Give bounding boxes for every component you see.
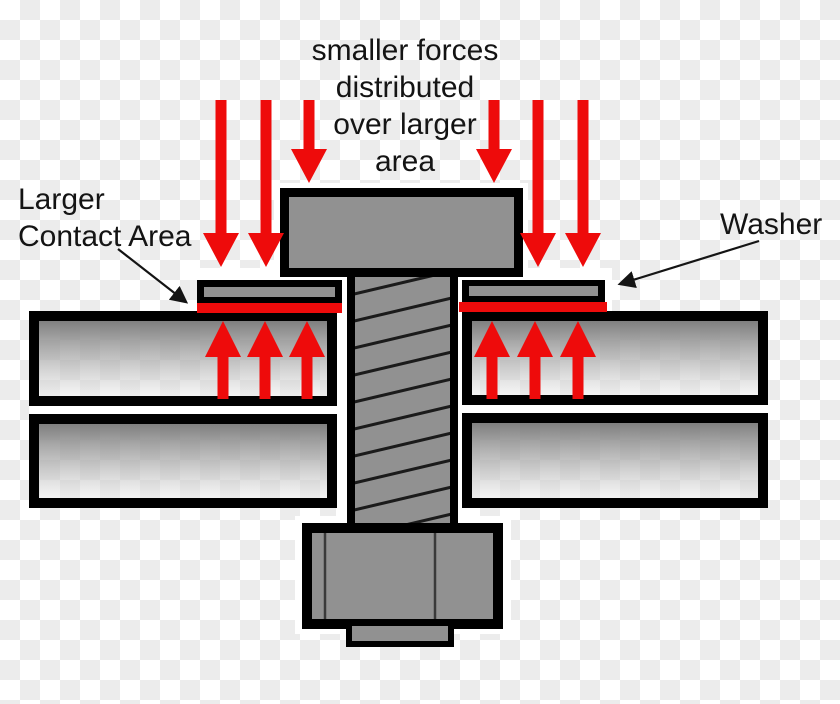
up-arrow-icon [560,321,596,399]
hex-nut [302,523,503,647]
plate-lower-left [29,414,337,508]
shaft-body [355,272,450,528]
down-arrow-icon [291,100,327,183]
up-arrow-icon [474,321,510,399]
plate-upper-left [29,311,337,406]
down-arrow-icon [248,100,284,267]
contact-strip-left [197,303,342,313]
up-arrow-icon [517,321,553,399]
down-arrow-icon [520,100,556,267]
washers [197,280,607,313]
up-arrow-icon [289,321,325,399]
bolt-head [280,188,523,277]
up-arrow-icon [247,321,283,399]
downward-force-arrows [203,100,601,267]
plate-upper-right [462,311,768,405]
label-pointers [117,239,760,304]
down-arrow-icon [565,100,601,267]
down-arrow-icon [203,100,239,267]
plate-lower-right [462,413,768,508]
upward-reaction-arrows [205,321,596,399]
down-arrow-icon [476,100,512,183]
clamped-plates [29,311,768,508]
up-arrow-icon [205,321,241,399]
washer-label: Washer [720,208,823,241]
washer-pointer-icon [617,239,760,288]
contact-strip-right [459,302,607,312]
washer-right-face [469,286,598,296]
contact-area-pointer-icon [117,248,189,304]
washer-left-face [204,287,335,297]
nut-face [312,533,493,619]
bolt-end-face [352,626,448,641]
bolt-head-face [289,197,514,268]
threaded-shaft [347,272,458,528]
force-note-text: smaller forces distributed over larger a… [311,34,499,178]
larger-contact-area-label: Larger Contact Area [18,183,192,253]
